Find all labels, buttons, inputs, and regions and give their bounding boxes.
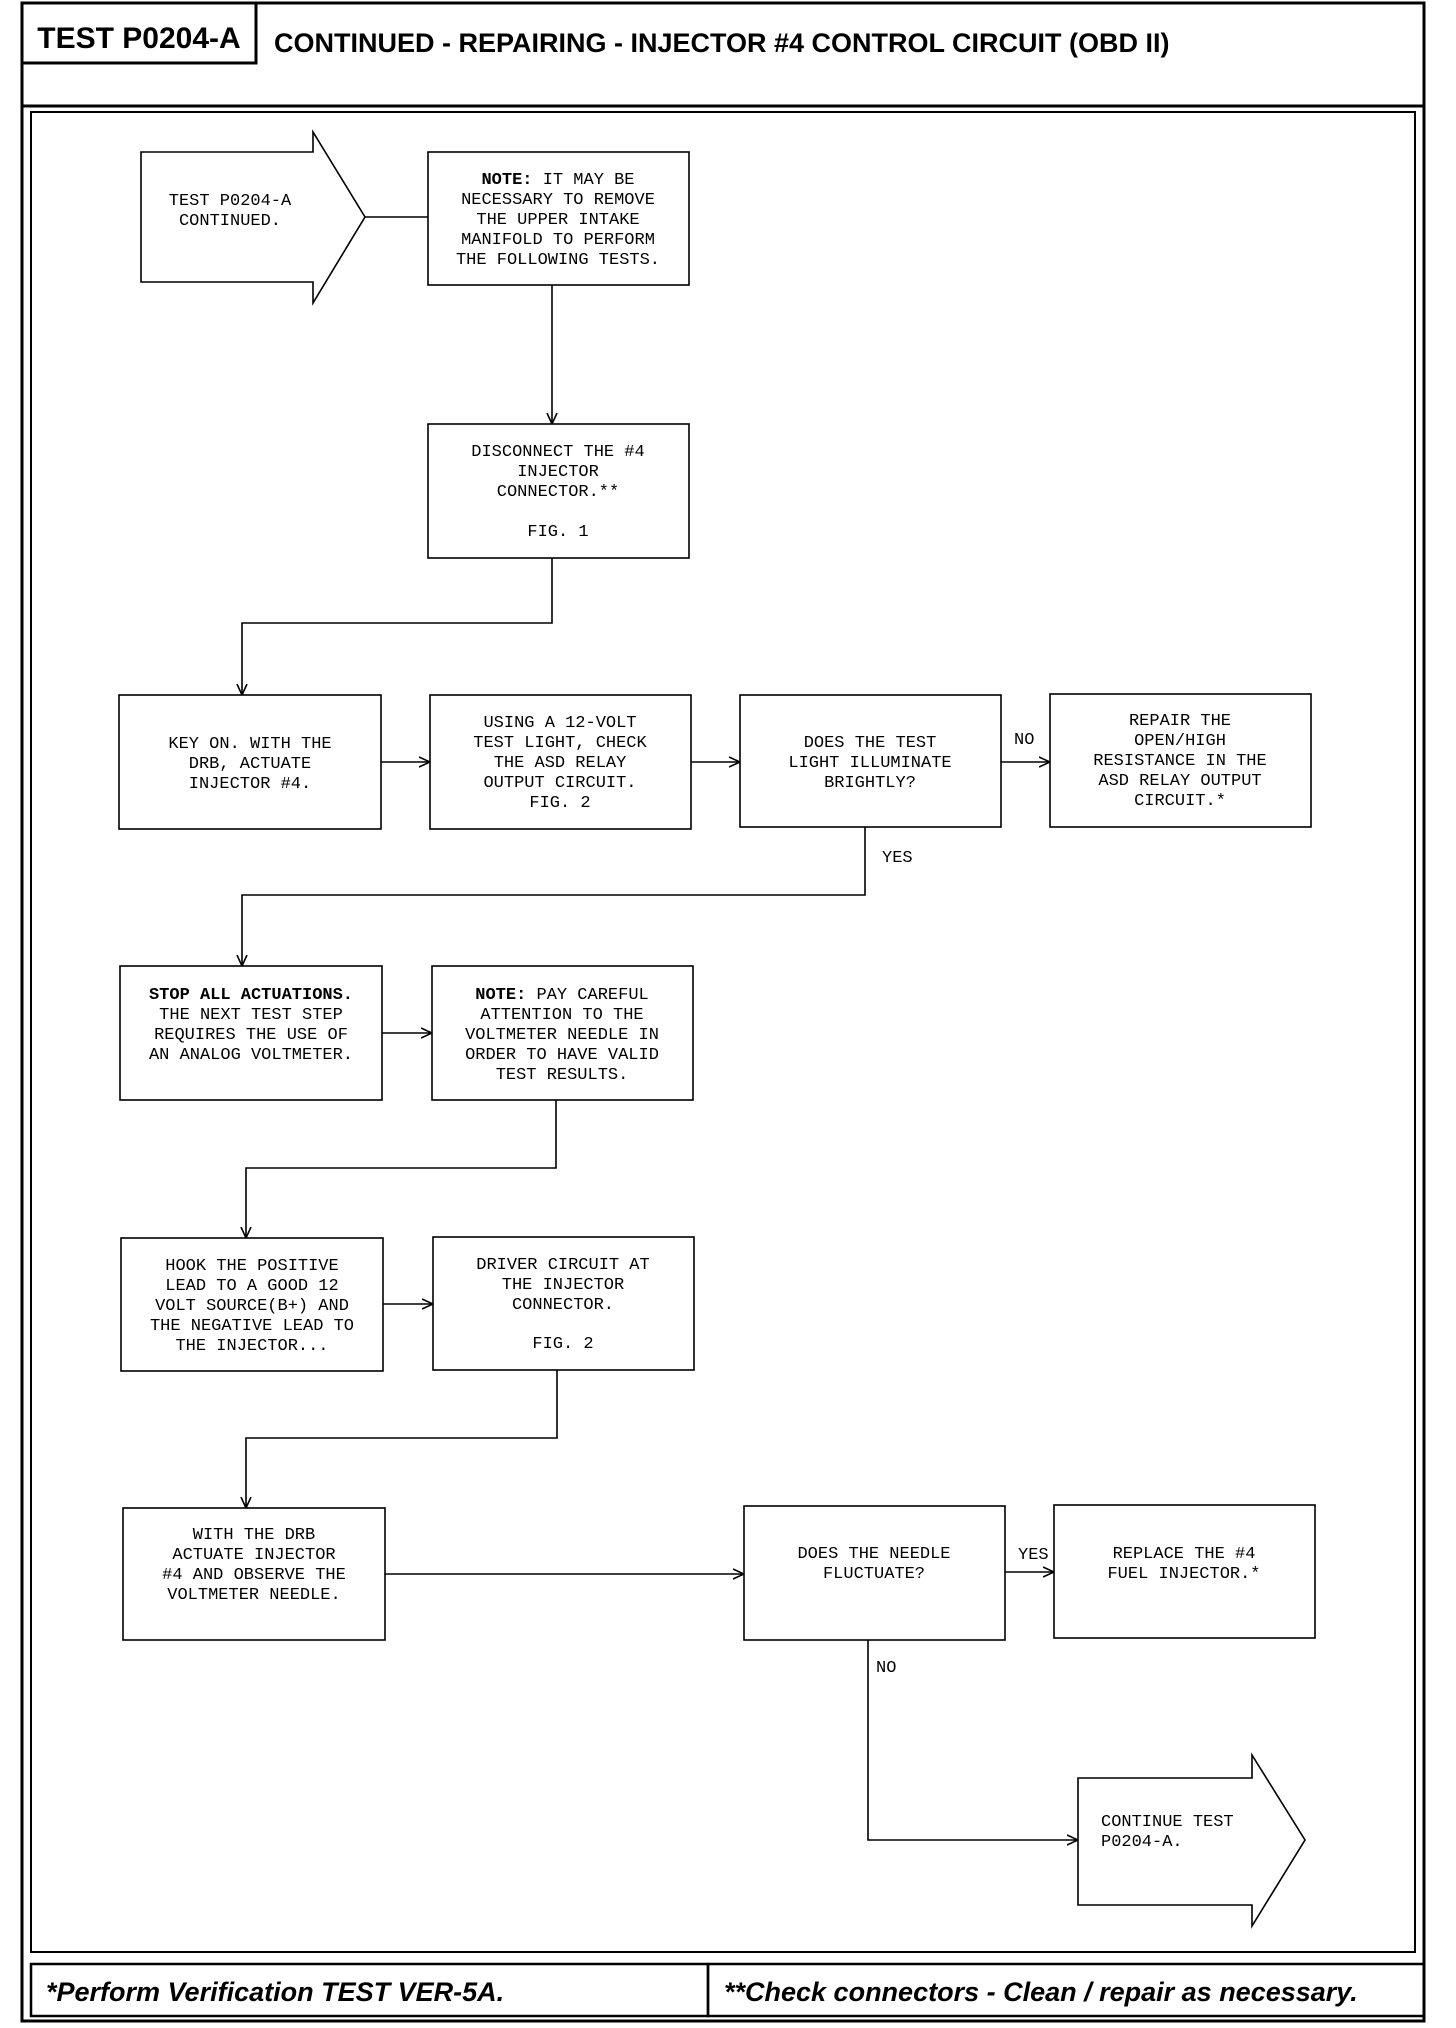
step-disconnect-connector: DISCONNECT THE #4 INJECTOR CONNECTOR.** … [427, 423, 690, 559]
disconnect-line-3: CONNECTOR.** [497, 483, 619, 502]
repair-line-3: RESISTANCE IN THE [1093, 752, 1266, 771]
connector-disconnect-keyon [242, 558, 553, 695]
hook-line-5: THE INJECTOR... [175, 1337, 328, 1356]
footer-right-box [706, 1962, 1426, 2018]
actuate-line-3: #4 AND OBSERVE THE [162, 1566, 346, 1585]
page-title: CONTINUED - REPAIRING - INJECTOR #4 CONT… [274, 28, 1170, 58]
note1-line-2: NECESSARY TO REMOVE [461, 191, 655, 210]
page-frame [20, 1, 1426, 2023]
qneedle-line-2: FLUCTUATE? [823, 1565, 925, 1584]
test-id-box [20, 1, 258, 65]
driver-line-1: DRIVER CIRCUIT AT [476, 1256, 649, 1275]
start-arrow: TEST P0204-A CONTINUED. [140, 129, 366, 306]
note-remove-manifold: NOTE: IT MAY BE NECESSARY TO REMOVE THE … [427, 151, 690, 286]
replace-line-1: REPLACE THE #4 [1113, 1545, 1256, 1564]
step-driver-circuit: DRIVER CIRCUIT AT THE INJECTOR CONNECTOR… [432, 1236, 695, 1371]
actuate-line-2: ACTUATE INJECTOR [172, 1546, 335, 1565]
end-line-1: CONTINUE TEST [1101, 1813, 1234, 1832]
start-line-1: TEST P0204-A [169, 192, 292, 211]
repair-line-1: REPAIR THE [1129, 712, 1231, 731]
disconnect-line-1: DISCONNECT THE #4 [471, 443, 644, 462]
hook-line-2: LEAD TO A GOOD 12 [165, 1277, 338, 1296]
hook-line-1: HOOK THE POSITIVE [165, 1257, 338, 1276]
label-yes-2: YES [1018, 1546, 1049, 1565]
note1-line-4: MANIFOLD TO PERFORM [461, 231, 655, 250]
label-no-2: NO [876, 1659, 896, 1678]
keyon-line-1: KEY ON. WITH THE [168, 735, 331, 754]
testlight-line-3: THE ASD RELAY [494, 754, 627, 773]
note2-line-1: NOTE: PAY CAREFUL [475, 986, 648, 1005]
repair-line-5: CIRCUIT.* [1134, 792, 1226, 811]
stop-line-3: REQUIRES THE USE OF [154, 1026, 348, 1045]
repair-line-4: ASD RELAY OUTPUT [1098, 772, 1261, 791]
repair-line-2: OPEN/HIGH [1134, 732, 1226, 751]
disconnect-line-2: INJECTOR [517, 463, 599, 482]
note2-line-3: VOLTMETER NEEDLE IN [465, 1026, 659, 1045]
testlight-line-2: TEST LIGHT, CHECK [473, 734, 647, 753]
keyon-line-3: INJECTOR #4. [189, 775, 311, 794]
connector-driver-actuate [246, 1370, 558, 1508]
label-yes-1: YES [882, 849, 913, 868]
connector-question-continue [867, 1640, 1078, 1840]
qlight-line-3: BRIGHTLY? [824, 774, 916, 793]
actuate-line-4: VOLTMETER NEEDLE. [167, 1586, 340, 1605]
testlight-line-1: USING A 12-VOLT [483, 714, 636, 733]
replace-line-2: FUEL INJECTOR.* [1107, 1565, 1260, 1584]
driver-line-2: THE INJECTOR [502, 1276, 624, 1295]
qlight-line-1: DOES THE TEST [804, 734, 937, 753]
note1-line-5: THE FOLLOWING TESTS. [456, 251, 660, 270]
qlight-line-2: LIGHT ILLUMINATE [788, 754, 951, 773]
step-stop-actuations: STOP ALL ACTUATIONS. THE NEXT TEST STEP … [119, 965, 383, 1101]
note1-line-1: NOTE: IT MAY BE [481, 171, 634, 190]
note2-line-5: TEST RESULTS. [496, 1066, 629, 1085]
stop-line-4: AN ANALOG VOLTMETER. [149, 1046, 353, 1065]
actuate-line-1: WITH THE DRB [193, 1526, 315, 1545]
step-repair-asd-circuit: REPAIR THE OPEN/HIGH RESISTANCE IN THE A… [1049, 693, 1312, 828]
step-key-on: KEY ON. WITH THE DRB, ACTUATE INJECTOR #… [118, 694, 382, 830]
stop-line-2: THE NEXT TEST STEP [159, 1006, 343, 1025]
connector-note-hook [246, 1100, 557, 1238]
stop-line-1: STOP ALL ACTUATIONS. [149, 986, 353, 1005]
qneedle-line-1: DOES THE NEEDLE [797, 1545, 950, 1564]
note1-line-3: THE UPPER INTAKE [476, 211, 639, 230]
note-voltmeter-needle: NOTE: PAY CAREFUL ATTENTION TO THE VOLTM… [431, 965, 694, 1101]
question-needle-fluctuate: DOES THE NEEDLE FLUCTUATE? [743, 1505, 1006, 1641]
end-arrow: CONTINUE TEST P0204-A. [1077, 1752, 1306, 1929]
step-test-light: USING A 12-VOLT TEST LIGHT, CHECK THE AS… [429, 694, 692, 830]
hook-line-4: THE NEGATIVE LEAD TO [150, 1317, 354, 1336]
hook-line-3: VOLT SOURCE(B+) AND [155, 1297, 349, 1316]
end-line-2: P0204-A. [1101, 1833, 1183, 1852]
question-light-bright: DOES THE TEST LIGHT ILLUMINATE BRIGHTLY? [739, 694, 1002, 828]
disconnect-fig: FIG. 1 [527, 523, 588, 542]
test-id: TEST P0204-A [37, 22, 240, 55]
driver-line-3: CONNECTOR. [512, 1296, 614, 1315]
note2-line-4: ORDER TO HAVE VALID [465, 1046, 659, 1065]
step-actuate-observe: WITH THE DRB ACTUATE INJECTOR #4 AND OBS… [122, 1507, 386, 1641]
connector-question-stop [242, 827, 866, 966]
testlight-line-5: FIG. 2 [529, 794, 590, 813]
note2-line-2: ATTENTION TO THE [480, 1006, 643, 1025]
label-no-1: NO [1014, 731, 1034, 750]
testlight-line-4: OUTPUT CIRCUIT. [483, 774, 636, 793]
diagram-frame [30, 111, 1416, 1953]
step-replace-injector: REPLACE THE #4 FUEL INJECTOR.* [1053, 1504, 1316, 1639]
step-hook-leads: HOOK THE POSITIVE LEAD TO A GOOD 12 VOLT… [120, 1237, 384, 1372]
footer-connector-note: **Check connectors - Clean / repair as n… [724, 1977, 1358, 2007]
footer-verification-note: *Perform Verification TEST VER-5A. [46, 1977, 504, 2007]
connectors [242, 216, 1078, 1840]
keyon-line-2: DRB, ACTUATE [189, 755, 311, 774]
driver-fig: FIG. 2 [532, 1335, 593, 1354]
start-line-2: CONTINUED. [179, 212, 281, 231]
